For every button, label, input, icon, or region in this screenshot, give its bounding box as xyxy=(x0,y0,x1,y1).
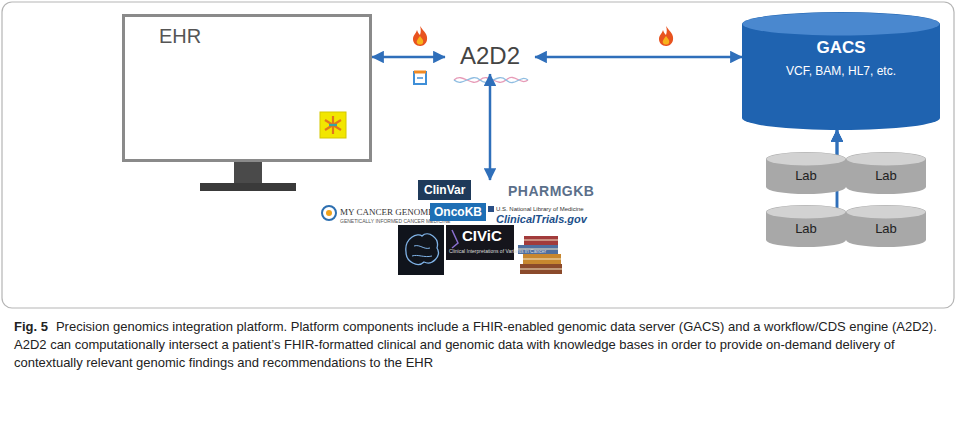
cylinder-top xyxy=(767,153,846,166)
civic-logo-text: CIViC xyxy=(462,227,502,244)
clinvar-logo: ClinVar xyxy=(418,180,471,200)
smart-app-icon xyxy=(414,72,426,84)
books-image xyxy=(518,236,562,274)
monitor-base xyxy=(200,183,296,191)
cylinder-body xyxy=(846,152,926,194)
figure-caption: Precision genomics integration platform.… xyxy=(14,319,937,370)
brain-image xyxy=(398,225,444,275)
server-name: GACS xyxy=(742,38,940,58)
cylinder-top xyxy=(847,153,926,166)
my-cancer-genome-logo xyxy=(322,206,336,220)
connector-arrow xyxy=(489,74,492,180)
monitor-screen-ground xyxy=(124,16,370,160)
figure-frame xyxy=(2,2,954,308)
lab-name: Lab xyxy=(766,168,846,183)
cylinder-body xyxy=(766,205,846,247)
nlm-logo xyxy=(488,206,494,212)
caption-block: Fig. 5Precision genomics integration pla… xyxy=(14,318,942,373)
lab-cylinder: Lab xyxy=(766,152,846,194)
lab-cylinder: Lab xyxy=(846,152,926,194)
format-list: VCF, BAM, HL7, etc. xyxy=(742,64,940,78)
clinicaltrials-logo: ClinicalTrials.gov xyxy=(496,213,587,225)
engine-name: A2D2 xyxy=(445,40,535,72)
lab-cylinder: Lab xyxy=(766,205,846,247)
system-name: EHR xyxy=(159,25,201,48)
lab-name: Lab xyxy=(846,221,926,236)
fhir-flame-icon xyxy=(413,26,427,46)
connector-arrow xyxy=(535,56,742,59)
mcg-logo-text: MY CANCER GENOME xyxy=(340,207,434,217)
fhir-flame-icon xyxy=(659,26,673,46)
cylinder-body xyxy=(846,205,926,247)
figure-number: Fig. 5 xyxy=(14,319,48,334)
genomic-database-cylinder: GACS VCF, BAM, HL7, etc. xyxy=(742,12,940,130)
cylinder-top xyxy=(743,13,940,36)
cylinder-body xyxy=(742,12,940,130)
workflow-engine-label: A2D2 xyxy=(445,40,535,74)
cylinder-body xyxy=(766,152,846,194)
app-logo xyxy=(320,112,346,138)
lab-name: Lab xyxy=(846,168,926,183)
cylinder-top xyxy=(767,206,846,219)
civic-logo-ground xyxy=(446,225,514,260)
pharmgkb-logo: PHARMGKB xyxy=(508,183,594,199)
knowledge-base-cluster: ClinVarPHARMGKBMY CANCER GENOMEGENETICAL… xyxy=(318,180,608,280)
lab-cylinder: Lab xyxy=(846,205,926,247)
oncokb-logo: OncoKB xyxy=(430,203,486,221)
nlm-name: U.S. National Library of Medicine xyxy=(496,206,584,212)
connector-arrow xyxy=(372,56,445,59)
monitor-neck xyxy=(234,162,262,184)
lab-name: Lab xyxy=(766,221,846,236)
ehr-monitor-screen: EHR xyxy=(122,14,372,162)
civic-logo-mark xyxy=(452,230,458,248)
cylinder-top xyxy=(847,206,926,219)
civic-tagline: Clinical Interpretations of Variants in … xyxy=(449,248,546,254)
